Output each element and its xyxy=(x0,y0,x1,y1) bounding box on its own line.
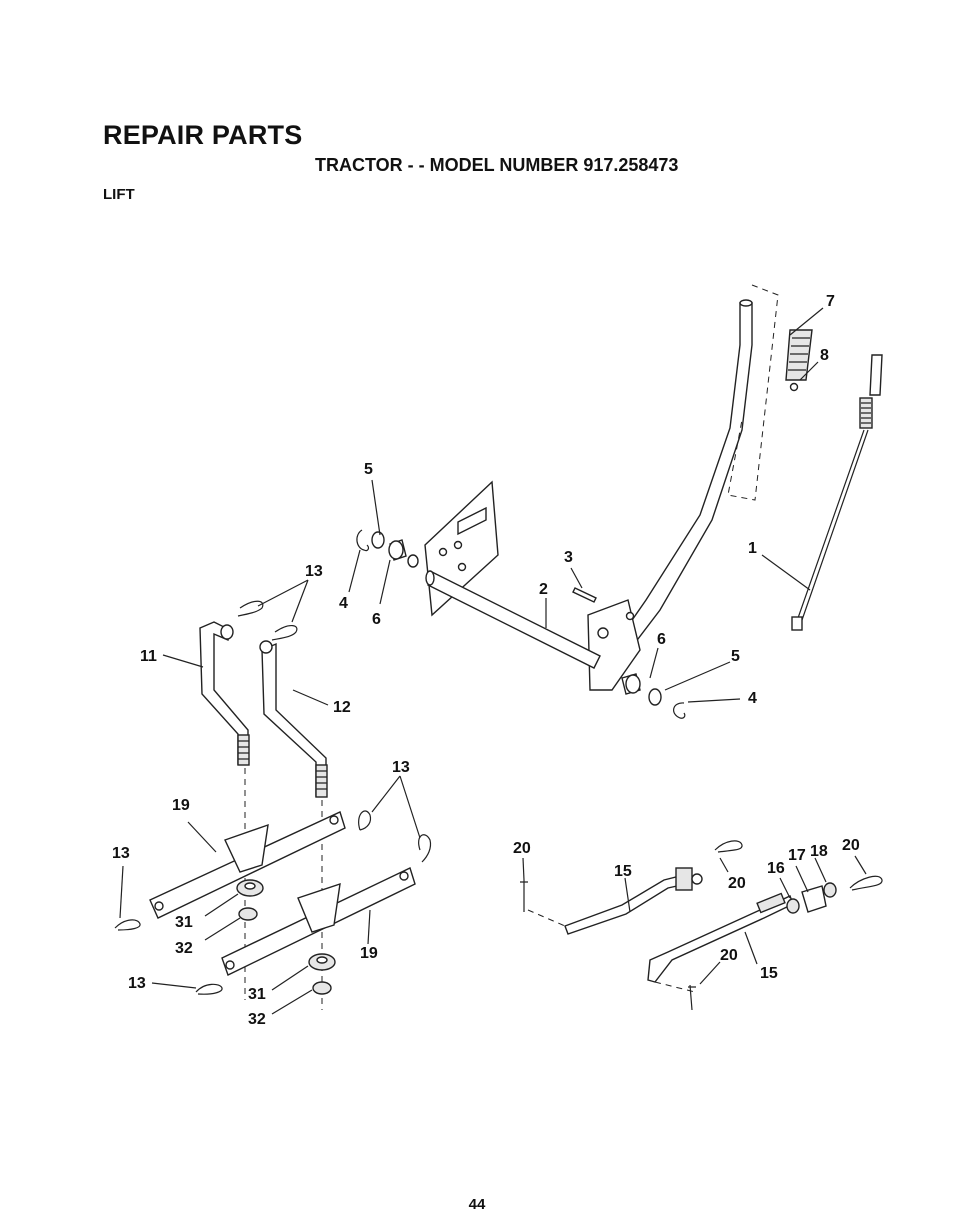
hairpin-clip-bottom xyxy=(195,983,223,995)
callout-12: 12 xyxy=(333,699,351,716)
right-shaft-hardware xyxy=(621,673,686,719)
callout-4-left: 4 xyxy=(339,595,348,612)
lift-handle xyxy=(587,299,753,691)
leader-lines xyxy=(119,307,867,1015)
trunnion-assembly xyxy=(786,882,837,914)
callout-20-top: 20 xyxy=(728,875,746,892)
rod-phantom-lower xyxy=(654,981,696,993)
callout-8: 8 xyxy=(820,347,829,364)
lift-link-11 xyxy=(199,621,250,766)
handle-grip xyxy=(785,329,813,392)
callout-20-bottom: 20 xyxy=(720,947,738,964)
callout-4-right: 4 xyxy=(748,690,757,707)
left-shaft-hardware xyxy=(356,529,407,561)
callout-1: 1 xyxy=(748,540,757,557)
page-number: 44 xyxy=(468,1196,486,1213)
hairpin-clip-top-1 xyxy=(237,600,264,617)
section-label: LIFT xyxy=(103,186,135,203)
callout-31-lower: 31 xyxy=(248,986,266,1003)
callout-32-lower: 32 xyxy=(248,1011,266,1028)
nuts-and-spacers xyxy=(236,879,336,995)
hairpin-clip-top-2 xyxy=(271,625,298,641)
hairpin-clip-mid-1 xyxy=(358,810,372,831)
shaft-key xyxy=(572,587,597,603)
callout-2: 2 xyxy=(539,581,548,598)
callout-13-mid: 13 xyxy=(392,759,410,776)
cotter-pin-right xyxy=(849,875,883,891)
callout-18: 18 xyxy=(810,843,828,860)
callout-15-upper: 15 xyxy=(614,863,632,880)
callout-3: 3 xyxy=(564,549,573,566)
callout-19-lower: 19 xyxy=(360,945,378,962)
callout-6-right: 6 xyxy=(657,631,666,648)
lift-rod xyxy=(791,354,883,631)
page-title: REPAIR PARTS xyxy=(103,120,303,150)
callout-20-left: 20 xyxy=(513,840,531,857)
lift-arm-upper xyxy=(149,811,346,919)
cotter-pin-left xyxy=(520,880,528,912)
callout-15-lower: 15 xyxy=(760,965,778,982)
cotter-pin-top xyxy=(714,840,743,853)
callout-11: 11 xyxy=(140,648,157,665)
adjust-rod-lower xyxy=(647,892,794,983)
callout-17: 17 xyxy=(788,847,806,864)
callout-13-left: 13 xyxy=(112,845,130,862)
callout-5-left: 5 xyxy=(364,461,373,478)
callout-32-upper: 32 xyxy=(175,940,193,957)
callout-31-upper: 31 xyxy=(175,914,193,931)
callout-13-top: 13 xyxy=(305,563,323,580)
callout-20-right: 20 xyxy=(842,837,860,854)
adjust-rod-upper xyxy=(564,867,703,935)
cotter-pin-bottom xyxy=(688,984,696,1011)
callout-5-right: 5 xyxy=(731,648,740,665)
rod-phantom-left xyxy=(527,909,566,927)
lift-link-12 xyxy=(259,640,328,798)
model-subtitle: TRACTOR - - MODEL NUMBER 917.258473 xyxy=(315,155,679,175)
callout-19-upper: 19 xyxy=(172,797,190,814)
hairpin-clip-mid-2 xyxy=(418,834,432,863)
grip-phantom-outline xyxy=(727,284,779,501)
hairpin-clip-left xyxy=(114,919,141,931)
callout-7: 7 xyxy=(826,293,835,310)
lift-arm-lower xyxy=(221,867,416,976)
callout-16: 16 xyxy=(767,860,785,877)
cross-shaft xyxy=(407,554,601,669)
callout-6-left: 6 xyxy=(372,611,381,628)
callout-13-bottom: 13 xyxy=(128,975,146,992)
